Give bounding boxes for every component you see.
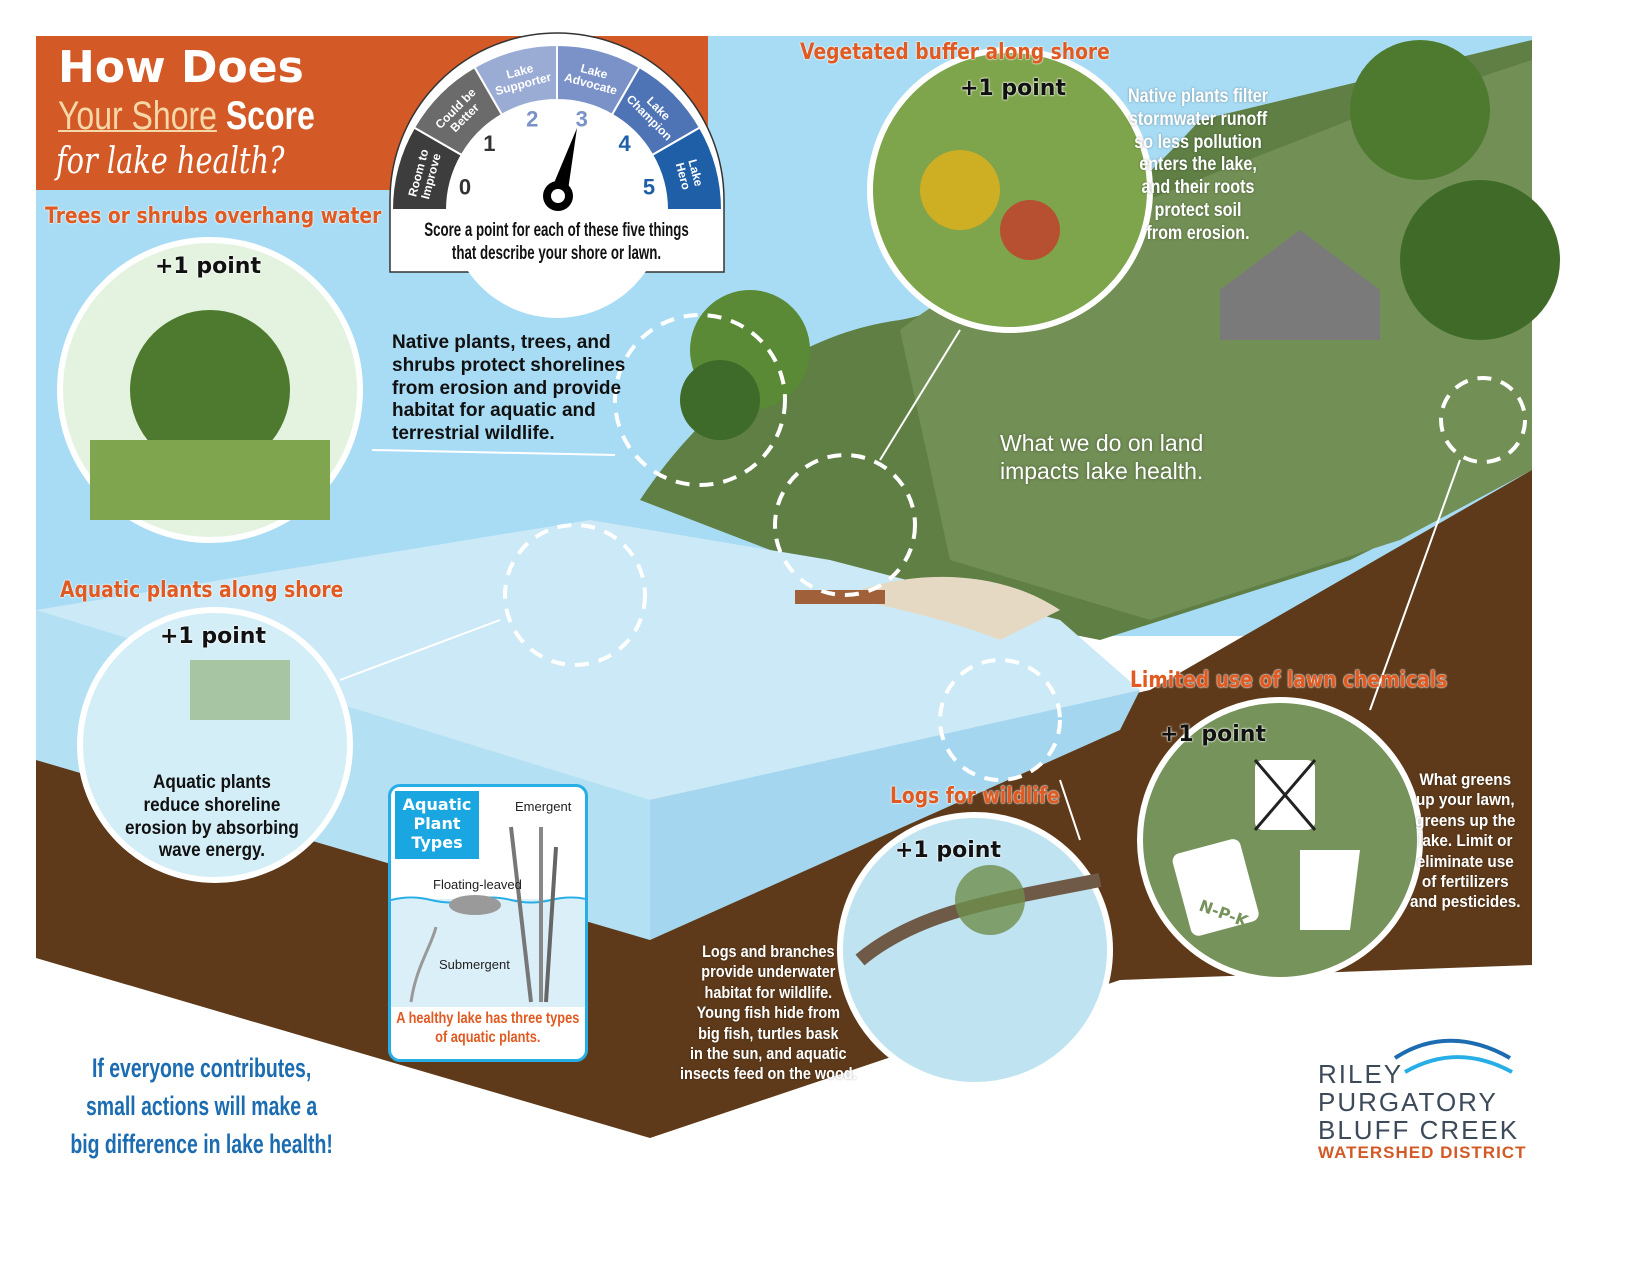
description-line: stormwater runoff: [1128, 108, 1268, 130]
description-line: insects feed on the wood.: [680, 1064, 857, 1084]
description-line: greens up the: [1415, 810, 1516, 830]
closing-line: small actions will make a: [85, 1090, 318, 1121]
description-line: Young fish hide from: [696, 1003, 841, 1023]
land-text-line: impacts lake health.: [1000, 457, 1204, 484]
description-line: eliminate use: [1416, 851, 1514, 871]
description-line: protect soil: [1154, 199, 1242, 221]
description-line: of fertilizers: [1421, 871, 1509, 891]
gauge-segment-label: LakeHero: [673, 158, 706, 192]
lily-pad-icon: [449, 895, 501, 915]
gauge-caption-line: Score a point for each of these five thi…: [424, 220, 689, 241]
plant-types-header: Aquatic Plant Types: [395, 791, 479, 859]
plant-types-box: Aquatic Plant Types Emergent Floating-le…: [388, 784, 588, 1062]
description-line: in the sun, and aquatic: [690, 1043, 847, 1063]
title-line1: How Does: [58, 42, 304, 93]
logo-waves-icon: [1393, 1038, 1513, 1074]
description-line: Native plants, trees, and: [392, 332, 611, 353]
buffer-title: Vegetated buffer along shore: [800, 40, 1110, 65]
description-line: habitat for aquatic and: [392, 400, 596, 422]
description-line: from erosion and provide: [392, 377, 622, 399]
closing-message: If everyone contributes, small actions wi…: [36, 1050, 367, 1163]
description-line: and their roots: [1141, 177, 1255, 199]
trees-title: Trees or shrubs overhang water: [45, 204, 382, 229]
description-line: big fish, turtles bask: [698, 1023, 839, 1043]
floating-label: Floating-leaved: [433, 877, 522, 892]
gauge-number: 5: [643, 174, 655, 199]
description-line: and pesticides.: [1410, 892, 1521, 912]
gauge-number: 3: [576, 106, 588, 131]
logs-title: Logs for wildlife: [890, 784, 1060, 809]
aquatic-point: +1 point: [160, 624, 266, 649]
gauge-number: 0: [459, 174, 471, 199]
house: [1220, 230, 1380, 340]
description-line: Logs and branches: [702, 942, 835, 961]
gauge-number: 4: [618, 131, 631, 156]
gauge-caption-line: that describe your shore or lawn.: [451, 242, 662, 264]
gauge-segment: [650, 126, 724, 211]
description-line: enters the lake,: [1139, 154, 1257, 176]
description-line: up your lawn,: [1415, 790, 1515, 810]
closing-line: If everyone contributes,: [91, 1053, 312, 1083]
submergent-label: Submergent: [439, 957, 510, 972]
closing-line: big difference in lake health!: [70, 1128, 333, 1159]
description-line: from erosion.: [1146, 222, 1250, 244]
plant-types-footer: A healthy lake has three types of aquati…: [396, 1010, 580, 1047]
plant-types-illustration: [391, 826, 585, 1007]
aquatic-title: Aquatic plants along shore: [60, 578, 344, 603]
gauge-number: 1: [483, 131, 495, 156]
logo-line: RILEY: [1318, 1059, 1404, 1089]
description-line: provide underwater: [701, 962, 836, 982]
logo-line: BLUFF CREEK: [1318, 1115, 1520, 1146]
description-line: shrubs protect shorelines: [392, 354, 626, 376]
logs-point: +1 point: [895, 838, 1001, 863]
dock: [795, 590, 885, 604]
chemicals-title: Limited use of lawn chemicals: [1130, 668, 1448, 693]
land-text-line: What we do on land: [1000, 430, 1204, 456]
circle-trees: [57, 237, 363, 543]
description-line: so less pollution: [1134, 131, 1262, 153]
circle-chemicals: [1137, 697, 1423, 983]
description-line: habitat for wildlife.: [704, 982, 833, 1002]
emergent-label: Emergent: [515, 799, 572, 814]
title-highlight: Your Shore: [58, 94, 217, 138]
watershed-logo: RILEY PURGATORY BLUFF CREEK WATERSHED DI…: [1318, 1060, 1526, 1163]
circle-logs: [837, 812, 1113, 1088]
circle-aquatic: [77, 607, 353, 883]
logo-line: PURGATORY: [1318, 1087, 1498, 1118]
description-line: terrestrial wildlife.: [392, 423, 555, 445]
beach: [860, 576, 1060, 640]
title-score: Score: [225, 94, 315, 138]
trees-point: +1 point: [155, 254, 261, 279]
circle-buffer: [867, 47, 1153, 333]
description-line: erosion by absorbing: [125, 817, 299, 839]
gauge-caption: Score a point for each of these five thi…: [392, 220, 721, 266]
description-line: What greens: [1419, 770, 1512, 789]
description-line: reduce shoreline: [143, 794, 281, 816]
logo-district: WATERSHED DISTRICT: [1318, 1143, 1527, 1163]
title-line3: for lake health?: [56, 141, 285, 182]
gauge-number: 2: [526, 106, 538, 131]
description-line: lake. Limit or: [1418, 831, 1513, 851]
title-line2: Your Shore Score: [58, 92, 315, 140]
description-line: Native plants filter: [1128, 86, 1269, 107]
buffer-point: +1 point: [960, 76, 1066, 101]
description-line: Aquatic plants: [153, 772, 271, 793]
description-line: wave energy.: [158, 840, 266, 862]
chemicals-point: +1 point: [1160, 722, 1266, 747]
gauge-needle: [543, 128, 577, 211]
